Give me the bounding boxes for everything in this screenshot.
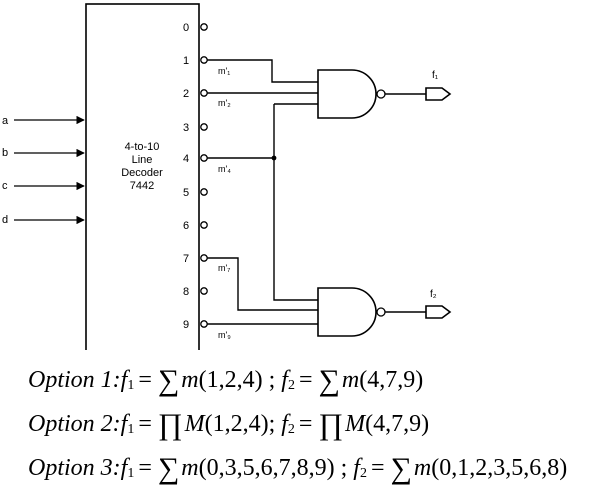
option-1-label: Option 1: (28, 367, 121, 393)
output-6-label: 6 (183, 220, 189, 232)
option-2-f2: f (281, 411, 288, 437)
output-8-bubble (200, 287, 208, 295)
option-1-f1-sub: 1 (127, 378, 135, 393)
output-7-label: 7 (183, 253, 189, 265)
minterm-label-9: m'₉ (218, 330, 231, 340)
option-3-sum-icon-2: ∑ (390, 452, 412, 485)
input-d-label: d (2, 214, 8, 226)
option-3-sum-icon-1: ∑ (157, 452, 180, 485)
wire-m4-to-gate-2 (273, 158, 322, 301)
option-3-label: Option 3: (28, 455, 121, 481)
option-2-eq-1: = (138, 411, 152, 437)
option-1-eq-2: = (298, 367, 313, 393)
option-3-terms-2: (0,1,2,3,5,6,8) (431, 455, 568, 481)
gate-output-label-f2: f₂ (430, 289, 437, 300)
output-3-bubble (200, 123, 208, 131)
option-3-f2-sub: 2 (359, 466, 367, 481)
output-7-bubble (200, 254, 208, 262)
decoder-label-line-1: 4-to-10 (125, 141, 160, 153)
input-b-label: b (2, 147, 8, 159)
option-2-func-2: M (345, 411, 366, 437)
minterm-label-2: m'₂ (218, 98, 231, 108)
wire-m7-to-gate-2 (207, 257, 322, 311)
gate-output-label-f1: f₁ (432, 70, 439, 81)
output-arrow-f1 (425, 87, 452, 101)
option-1-func-1: m (181, 367, 199, 393)
option-1-separator: ; (262, 367, 282, 393)
output-9-label: 9 (183, 319, 189, 331)
output-3-label: 3 (183, 122, 189, 134)
option-3-f1-sub: 1 (127, 466, 135, 481)
option-2-f1: f (120, 411, 128, 437)
output-4-bubble (200, 154, 208, 162)
output-0-label: 0 (183, 22, 189, 34)
output-0-bubble (200, 23, 208, 31)
option-2-eq-2: = (298, 411, 313, 437)
decoder-box (85, 3, 200, 350)
option-2-func-1: M (184, 411, 205, 437)
minterm-label-4: m'₄ (218, 164, 231, 174)
option-1-terms-1: (1,2,4) (198, 367, 263, 393)
option-3-eq-1: = (138, 455, 152, 481)
option-2-product-icon-1: ∏ (157, 408, 183, 441)
output-5-label: 5 (183, 187, 189, 199)
option-3-f2: f (353, 455, 360, 481)
option-3-func-1: m (181, 455, 199, 481)
option-2-product-icon-2: ∏ (318, 408, 344, 441)
output-6-bubble (200, 221, 208, 229)
option-2-f2-sub: 2 (287, 422, 295, 437)
wire-m1-to-gate-1 (207, 59, 322, 83)
option-3-f1: f (120, 455, 128, 481)
output-2-label: 2 (183, 88, 189, 100)
option-3-func-2: m (413, 455, 432, 481)
input-b: b (2, 147, 85, 159)
output-2-bubble (200, 89, 208, 97)
input-a-label: a (2, 115, 9, 127)
option-1-sum-icon-1: ∑ (157, 364, 180, 397)
minterm-label-7: m'₇ (218, 263, 230, 273)
output-1-bubble (200, 56, 208, 64)
output-8-label: 8 (183, 286, 189, 298)
output-9-bubble (200, 320, 208, 328)
decoder-label-line-4: 7442 (130, 180, 154, 192)
option-2-label: Option 2: (28, 411, 121, 437)
option-1-f2-sub: 2 (287, 378, 295, 393)
option-3-eq-2: = (370, 455, 385, 481)
input-c: c (2, 180, 85, 192)
wire-m4-to-gate-1 (207, 103, 322, 159)
option-1-terms-2: (4,7,9) (359, 367, 424, 393)
option-1-f1: f (120, 367, 128, 393)
option-1-f2: f (281, 367, 288, 393)
option-2-terms-2: (4,7,9) (365, 411, 430, 437)
output-5-bubble (200, 188, 208, 196)
minterm-label-1: m'₁ (218, 66, 230, 76)
option-2-terms-1: (1,2,4); (204, 411, 276, 437)
option-3-terms-1: (0,3,5,6,7,8,9) (198, 455, 335, 481)
nand-gate-1: f₁ (317, 69, 452, 119)
nand-gate-2: f₂ (317, 287, 452, 337)
option-1-eq-1: = (138, 367, 152, 393)
option-2-f1-sub: 1 (127, 422, 135, 437)
output-arrow-f2 (425, 305, 452, 319)
decoder-label-line-3: Decoder (121, 167, 163, 179)
option-1-func-2: m (341, 367, 360, 393)
output-1-label: 1 (183, 55, 189, 67)
logic-circuit-diagram: 4-to-10 Line Decoder 7442 a b c d 0 1 2 … (2, 3, 452, 350)
option-1-sum-icon-2: ∑ (318, 364, 340, 397)
option-3-separator: ; (334, 455, 354, 481)
input-d: d (2, 214, 85, 226)
decoder-label-line-2: Line (132, 154, 153, 166)
output-4-label: 4 (183, 153, 189, 165)
input-c-label: c (2, 180, 8, 192)
input-a: a (2, 115, 85, 127)
